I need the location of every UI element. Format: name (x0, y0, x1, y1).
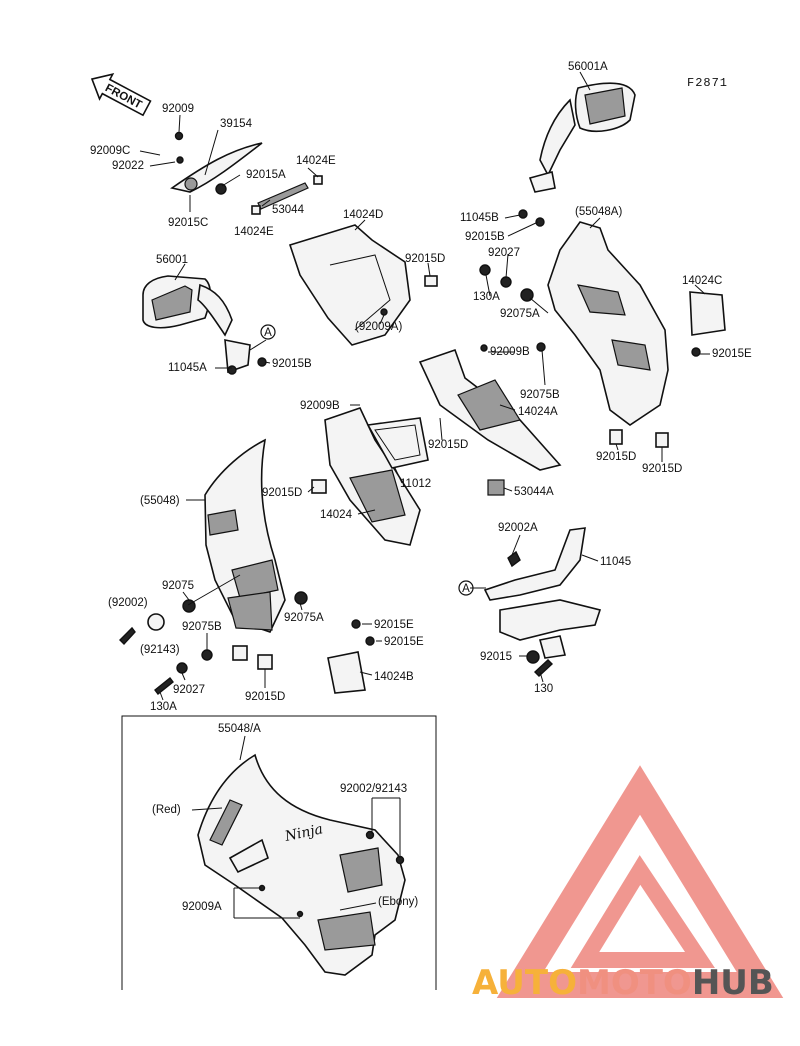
label-92015D-left: 92015D (262, 487, 302, 499)
label-14024B: 14024B (374, 671, 414, 683)
label-11045: 11045 (600, 556, 631, 568)
label-92009: 92009 (162, 103, 194, 115)
label-14024E-bot: 14024E (234, 226, 274, 238)
label-130A-right: 130A (473, 291, 500, 303)
label-92143-paren: (92143) (140, 644, 180, 656)
label-92015D-r2: 92015D (642, 463, 682, 475)
label-53044A: 53044A (514, 486, 554, 498)
label-92075: 92075 (162, 580, 194, 592)
inset-ebony-label: (Ebony) (378, 896, 418, 908)
label-92015D-bottom: 92015D (245, 691, 285, 703)
label-92002-paren: (92002) (108, 597, 148, 609)
label-92015E-1: 92015E (374, 619, 414, 631)
label-92015E-2: 92015E (384, 636, 424, 648)
label-56001: 56001 (156, 254, 188, 266)
part-55048-cowl (204, 438, 286, 633)
label-92009B-right: 92009B (490, 346, 530, 358)
part-39154-trim (170, 131, 263, 195)
figure-reference: F2871 (687, 76, 728, 90)
part-56001-mirror (142, 275, 267, 375)
inset-title: 55048/A (218, 723, 261, 735)
label-14024A: 14024A (518, 406, 558, 418)
label-92015B-right: 92015B (465, 231, 505, 243)
label-14024E-top: 14024E (296, 155, 336, 167)
watermark-logo-icon (496, 765, 784, 998)
svg-text:AUTOMOTOHUB: AUTOMOTOHUB (472, 963, 774, 1003)
label-56001A: 56001A (568, 61, 608, 73)
label-92015-bottom: 92015 (480, 651, 512, 663)
label-130A-left: 130A (150, 701, 177, 713)
svg-text:A: A (264, 327, 272, 339)
label-92015C: 92015C (168, 217, 208, 229)
label-92002A: 92002A (498, 522, 538, 534)
label-11045B: 11045B (460, 212, 499, 224)
label-92075B-right: 92075B (520, 389, 560, 401)
inset-cowl: Ninja (197, 753, 406, 976)
label-14024C: 14024C (682, 275, 722, 287)
watermark-part2: MOTO (577, 963, 692, 1003)
part-14024D-panel (288, 224, 438, 346)
label-92009C: 92009C (90, 145, 130, 157)
label-92015D-mid: 92015D (428, 439, 468, 451)
label-14024D: 14024D (343, 209, 383, 221)
part-55048A-cowl (547, 221, 726, 448)
inset-bolts-label: 92002/92143 (340, 783, 407, 795)
label-92015B-left: 92015B (272, 358, 312, 370)
watermark-part3: HUB (692, 963, 774, 1003)
inset-box: 55048/A Ninja (Red) 92002/92143 92009A (… (121, 715, 437, 990)
label-55048-paren: (55048) (140, 495, 180, 507)
watermark-part1: AUTO (472, 963, 577, 1003)
leader-lines (139, 71, 710, 701)
svg-text:A: A (462, 583, 470, 595)
label-92027-right: 92027 (488, 247, 520, 259)
part-labels: 56001A 92009 39154 92009C 92022 92015A 1… (90, 61, 752, 713)
label-92015D-r1: 92015D (596, 451, 636, 463)
label-53044: 53044 (272, 204, 305, 216)
part-53044-duct (251, 175, 323, 215)
label-92015A: 92015A (246, 169, 286, 181)
front-arrow-icon: FRONT (90, 73, 152, 117)
label-92009A-paren: (92009A) (355, 321, 402, 333)
part-14024A-panel (418, 348, 562, 471)
label-92015D-top: 92015D (405, 253, 445, 265)
label-92015E-right: 92015E (712, 348, 752, 360)
label-92075A-right: 92075A (500, 308, 540, 320)
label-14024: 14024 (320, 509, 353, 521)
label-92075A-left: 92075A (284, 612, 324, 624)
part-56001A-mirror (518, 82, 636, 227)
inset-screws-label: 92009A (182, 901, 222, 913)
label-130: 130 (534, 683, 553, 695)
label-55048A: (55048A) (575, 206, 622, 218)
inset-red-label: (Red) (152, 804, 181, 816)
label-92009B-left: 92009B (300, 400, 340, 412)
watermark-text: AUTOMOTOHUB (472, 963, 774, 1003)
label-11012: 11012 (400, 478, 431, 490)
label-39154: 39154 (220, 118, 253, 130)
part-11045-stay (483, 527, 602, 677)
label-11045A: 11045A (168, 362, 207, 374)
label-92075B-left: 92075B (182, 621, 222, 633)
part-14024-center (311, 407, 505, 546)
label-92027-left: 92027 (173, 684, 205, 696)
callout-a-top: A (260, 324, 276, 340)
label-92022: 92022 (112, 160, 144, 172)
